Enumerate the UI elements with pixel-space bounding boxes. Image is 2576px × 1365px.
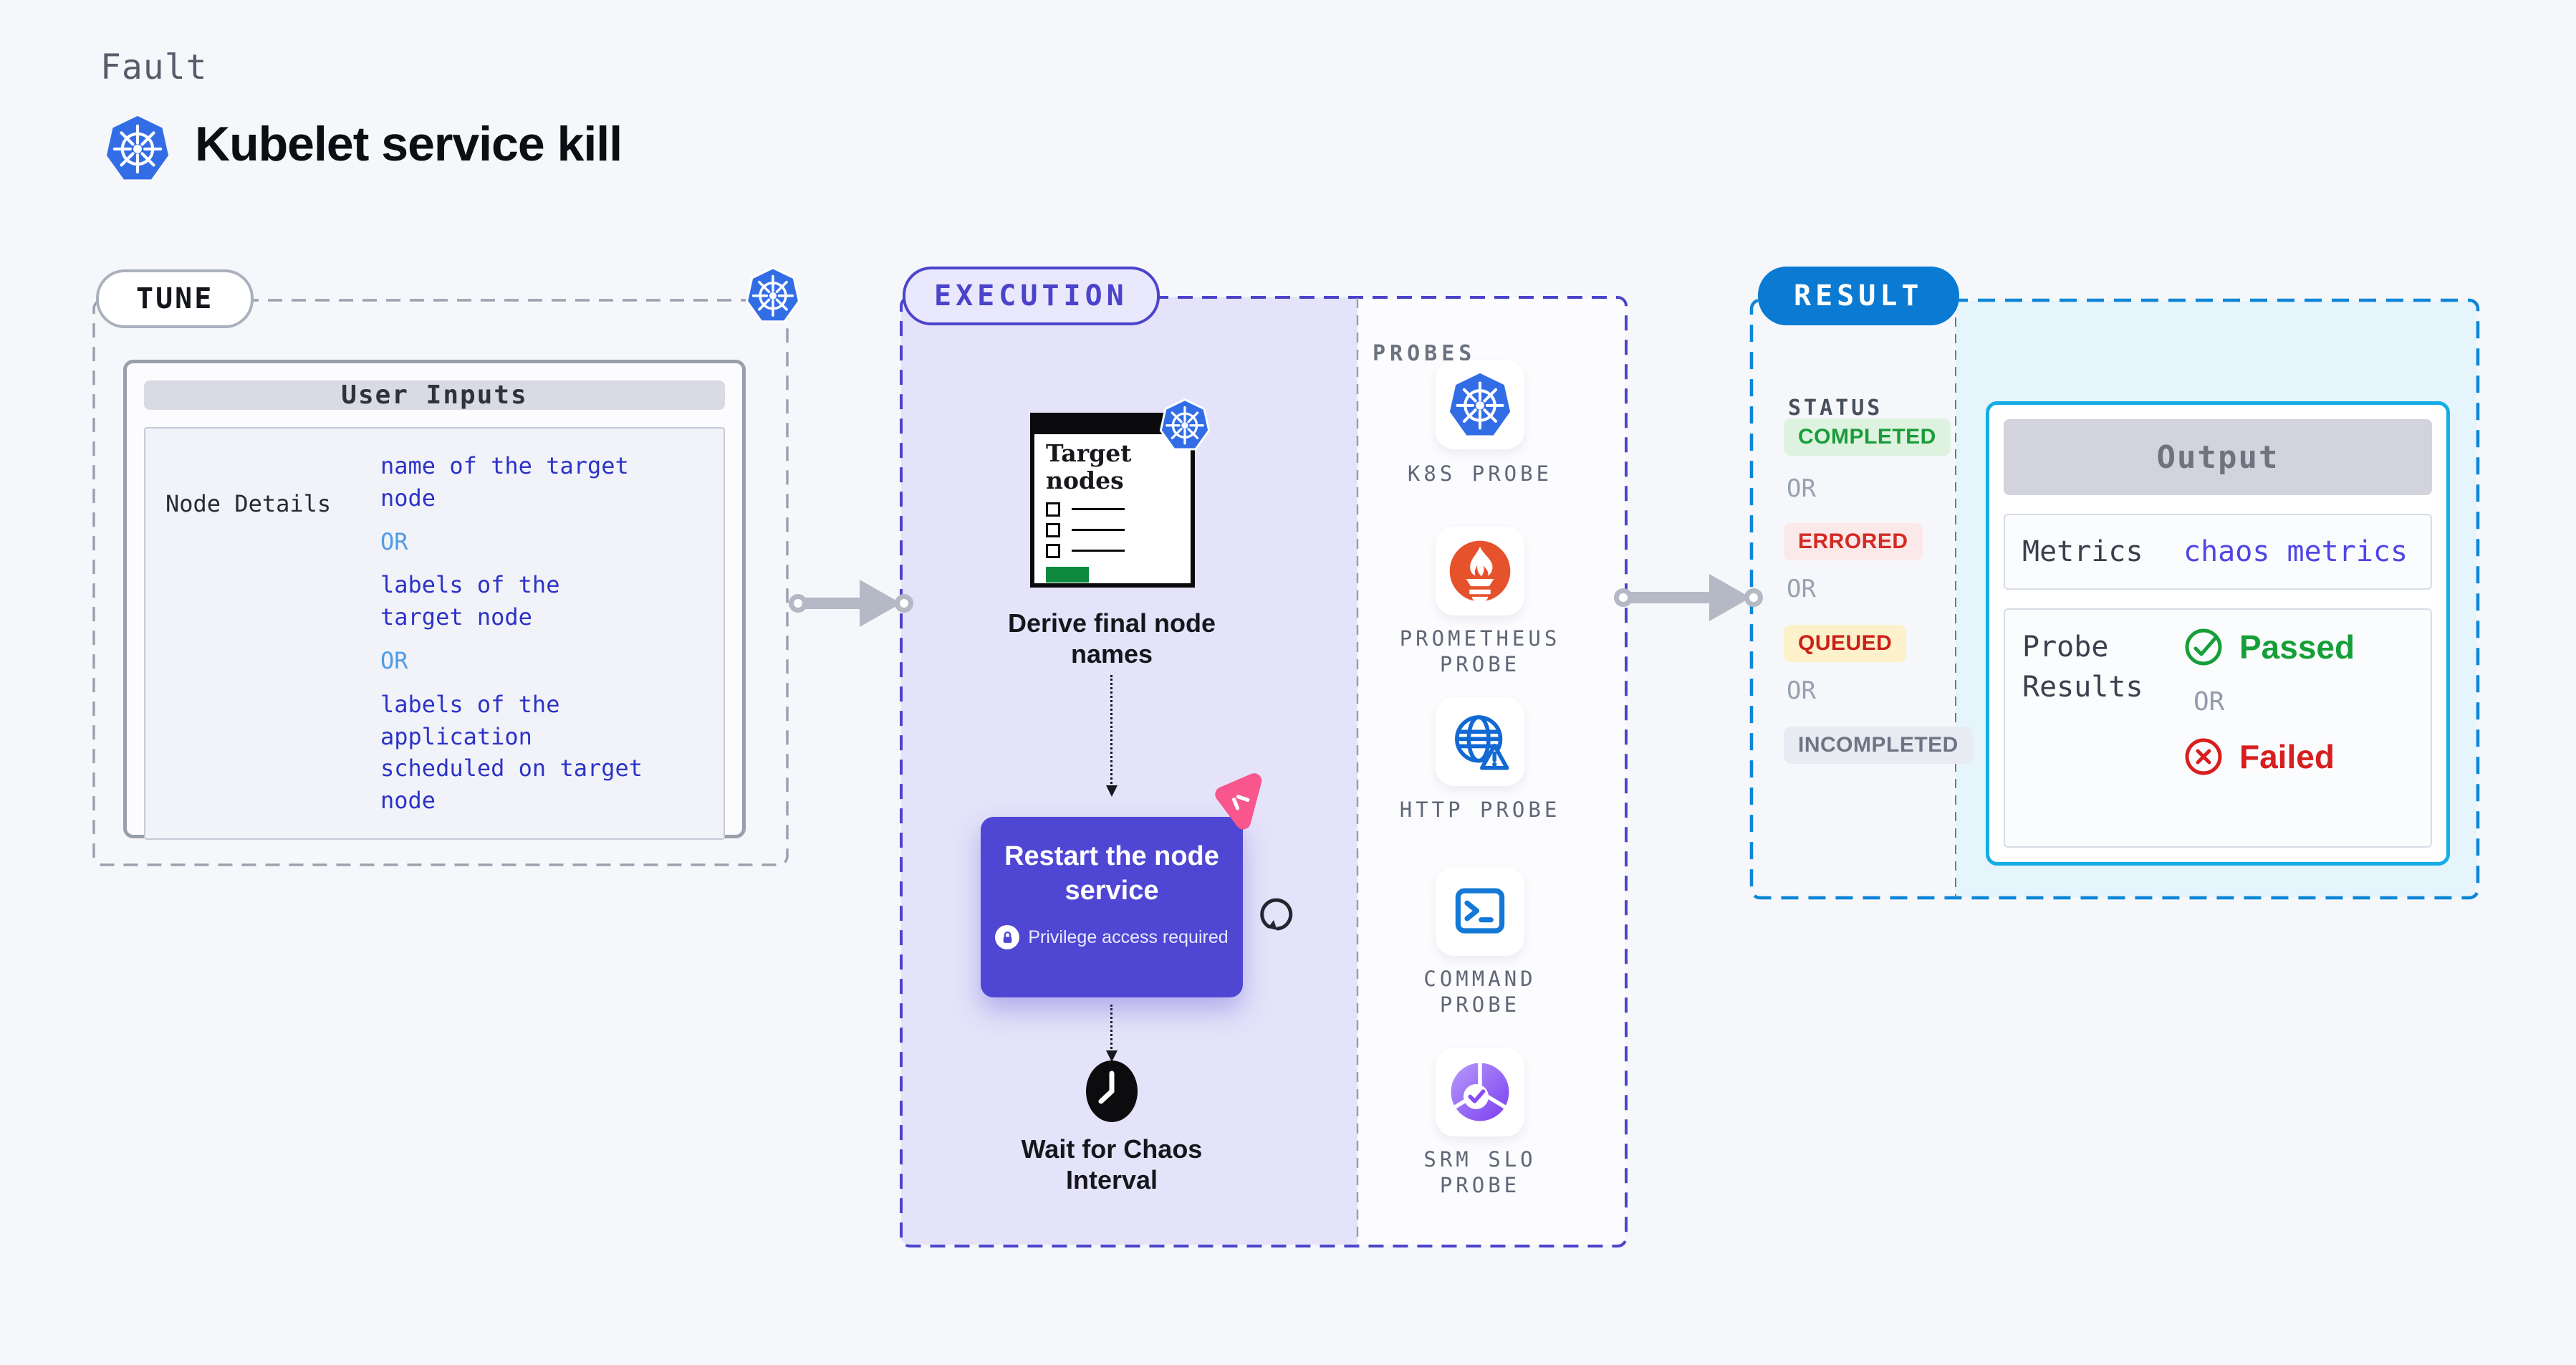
probe-label: COMMAND PROBE [1423,967,1537,1017]
flow-arrow-head [860,580,901,627]
input-value: labels of the application scheduled on t… [380,690,643,815]
lock-icon [995,925,1020,949]
probe-results-row: Probe Results Passed OR Failed [2004,608,2432,848]
probe-label: SRM SLO PROBE [1423,1147,1537,1198]
checklist-row [1046,543,1191,558]
flow-arrow [801,598,867,609]
or-separator: OR [380,646,408,674]
flow-arrow-head [1709,574,1751,621]
input-value: labels of the target node [380,571,560,631]
checkbox-icon [1046,543,1060,558]
restart-node-service-step: Restart the node service Privilege acces… [981,817,1243,997]
metrics-row: Metrics chaos metrics [2004,514,2432,590]
metrics-label: Metrics [2022,535,2143,568]
text-line [1072,550,1125,552]
text-line [1072,529,1125,532]
dotted-connector [1110,675,1112,784]
srm-slo-icon [1451,1061,1509,1121]
kubernetes-icon [1448,370,1512,439]
execution-pill: EXECUTION [903,267,1160,325]
input-row-values: name of the target node OR labels of the… [380,450,703,817]
result-pill: RESULT [1758,267,1959,325]
green-bar [1046,566,1089,583]
prometheus-icon [1449,540,1511,603]
or-separator: OR [380,527,408,555]
status-badge: INCOMPLETED [1784,727,1973,764]
probe-results-label: Probe Results [2022,631,2143,704]
status-badge: ERRORED [1784,523,1923,560]
checklist-row [1046,522,1191,537]
probe-card-k8s [1436,360,1524,449]
dotted-connector-head [1106,1050,1118,1062]
checkbox-icon [1046,522,1060,537]
execution-panel-border [900,296,1628,1247]
status-column-label: STATUS [1788,396,1883,421]
dotted-connector-head [1106,785,1118,797]
terminal-icon [1455,888,1505,934]
tune-panel-border [92,299,789,866]
step-derive-label: Derive final node names [1007,608,1216,669]
chaos-step-title: Restart the node service [1004,841,1219,906]
tune-pill: TUNE [96,269,254,328]
check-circle-icon [2185,628,2222,666]
checkbox-icon [1046,502,1060,517]
status-badge: COMPLETED [1784,418,1951,456]
probe-results-values: Passed OR Failed [2183,627,2355,829]
x-circle-icon [2185,738,2222,775]
kubernetes-icon [105,113,170,183]
privilege-badge-label: Privilege access required [1028,926,1229,947]
probe-card-command [1436,867,1524,956]
user-inputs-table: User Inputs Node Details name of the tar… [123,360,746,840]
retry-icon [1256,890,1297,933]
failed-label: Failed [2239,738,2335,775]
dotted-connector [1110,1005,1112,1049]
probe-label: K8S PROBE [1407,461,1553,486]
kubernetes-icon [745,265,801,325]
text-line [1072,508,1125,511]
passed-line: Passed [2183,627,2355,667]
probe-card-http [1436,697,1524,786]
user-inputs-header: User Inputs [144,380,725,410]
user-inputs-body: Node Details name of the target node OR … [144,427,725,840]
passed-label: Passed [2239,628,2355,666]
probe-card-srm-slo [1436,1048,1524,1136]
status-badge: QUEUED [1784,625,1907,662]
litmus-chaos-icon [1207,770,1275,838]
clock-icon [1085,1059,1139,1124]
output-table: Output Metrics chaos metrics Probe Resul… [1986,401,2450,866]
page-title: Kubelet service kill [195,117,623,171]
flow-arrow [1626,592,1716,603]
fault-category-label: Fault [100,47,208,87]
checklist-row [1046,502,1191,517]
or-separator: OR [1787,575,1816,603]
step-wait-label: Wait for Chaos Interval [1021,1134,1203,1195]
output-header: Output [2004,419,2432,495]
or-separator: OR [1787,676,1816,705]
metrics-value: chaos metrics [2183,535,2408,568]
http-globe-icon [1455,715,1509,770]
or-separator: OR [1787,474,1816,503]
probe-card-prometheus [1436,527,1524,616]
input-value: name of the target node [380,452,629,512]
privilege-badge: Privilege access required [995,925,1229,949]
input-row-label: Node Details [165,490,332,517]
failed-line: Failed [2183,737,2355,777]
probe-label: PROMETHEUS PROBE [1399,626,1561,677]
probe-label: HTTP PROBE [1399,798,1561,822]
connector-dot [1614,588,1633,607]
target-nodes-title: Target nodes [1046,439,1132,494]
or-separator: OR [2193,687,2225,717]
connector-dot [789,594,807,613]
connector-dot [895,594,913,613]
connector-dot [1744,588,1763,607]
kubernetes-icon [1159,397,1211,453]
